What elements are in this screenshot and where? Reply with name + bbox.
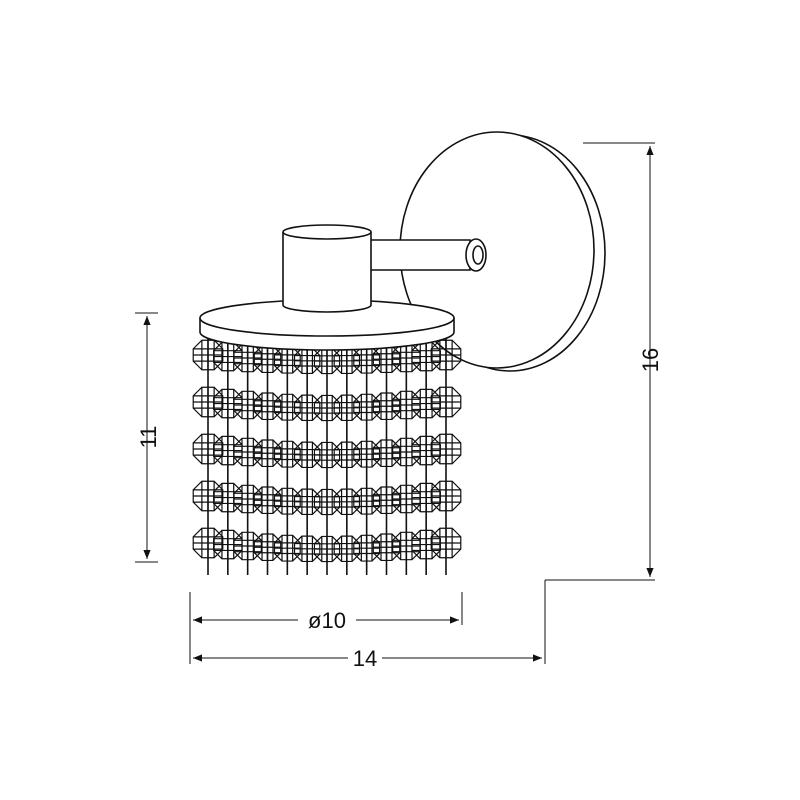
- crystal: [273, 440, 301, 468]
- crystal-shade: [192, 330, 462, 575]
- crystal: [411, 341, 441, 372]
- crystal: [372, 486, 401, 515]
- crystal: [233, 390, 262, 420]
- crystal: [333, 488, 361, 516]
- crystal: [392, 390, 421, 420]
- crystal: [313, 488, 341, 516]
- crystal: [313, 535, 341, 563]
- crystal: [333, 441, 361, 469]
- crystal: [233, 343, 262, 373]
- crystal: [411, 529, 441, 560]
- crystal: [372, 439, 401, 468]
- crystal: [333, 394, 361, 422]
- crystal: [333, 347, 361, 375]
- crystal: [430, 339, 462, 371]
- crystal: [353, 393, 381, 421]
- crystal: [253, 392, 282, 421]
- crystal: [293, 488, 321, 516]
- crystal: [192, 433, 224, 465]
- crystal: [293, 441, 321, 469]
- crystal: [353, 346, 381, 374]
- crystal: [353, 534, 381, 562]
- crystal: [293, 347, 321, 375]
- crystal: [192, 480, 224, 512]
- crystal: [313, 441, 341, 469]
- crystal: [233, 437, 262, 467]
- crystal: [353, 440, 381, 468]
- crystal: [233, 531, 262, 561]
- socket-cylinder: [282, 224, 372, 313]
- dimension-shade-diameter: ø10: [308, 608, 346, 633]
- crystal: [430, 433, 462, 465]
- crystal: [233, 484, 262, 514]
- crystal: [430, 480, 462, 512]
- crystal: [392, 437, 421, 467]
- crystal: [430, 386, 462, 418]
- crystal: [253, 345, 282, 374]
- crystal: [411, 435, 441, 466]
- crystal: [313, 394, 341, 422]
- crystal: [353, 487, 381, 515]
- crystal: [213, 341, 243, 372]
- crystal: [430, 527, 462, 559]
- crystal: [333, 535, 361, 563]
- crystal: [253, 486, 282, 515]
- crystal: [392, 484, 421, 514]
- dimension-total-depth: 14: [353, 646, 377, 671]
- crystal: [253, 439, 282, 468]
- crystal: [293, 394, 321, 422]
- dimension-total-height: 16: [638, 348, 663, 372]
- crystal: [372, 533, 401, 562]
- crystal: [411, 482, 441, 513]
- crystal: [273, 487, 301, 515]
- crystal: [372, 345, 401, 374]
- wall-plate: [399, 131, 606, 372]
- crystal: [273, 346, 301, 374]
- dimension-lines: 16 11 ø10 14: [135, 142, 663, 671]
- crystal: [273, 534, 301, 562]
- crystal: [213, 435, 243, 466]
- crystal: [213, 529, 243, 560]
- crystal: [192, 339, 224, 371]
- crystal: [372, 392, 401, 421]
- crystal: [213, 482, 243, 513]
- crystal: [293, 535, 321, 563]
- crystal: [392, 343, 421, 373]
- dimension-shade-height: 11: [136, 426, 161, 449]
- arm: [367, 238, 487, 272]
- crystal: [192, 386, 224, 418]
- crystal: [392, 531, 421, 561]
- crystal: [192, 527, 224, 559]
- crystal: [411, 388, 441, 419]
- crystal: [313, 347, 341, 375]
- crystal: [273, 393, 301, 421]
- crystal: [253, 533, 282, 562]
- crystal: [213, 388, 243, 419]
- canopy-disc: [199, 299, 455, 351]
